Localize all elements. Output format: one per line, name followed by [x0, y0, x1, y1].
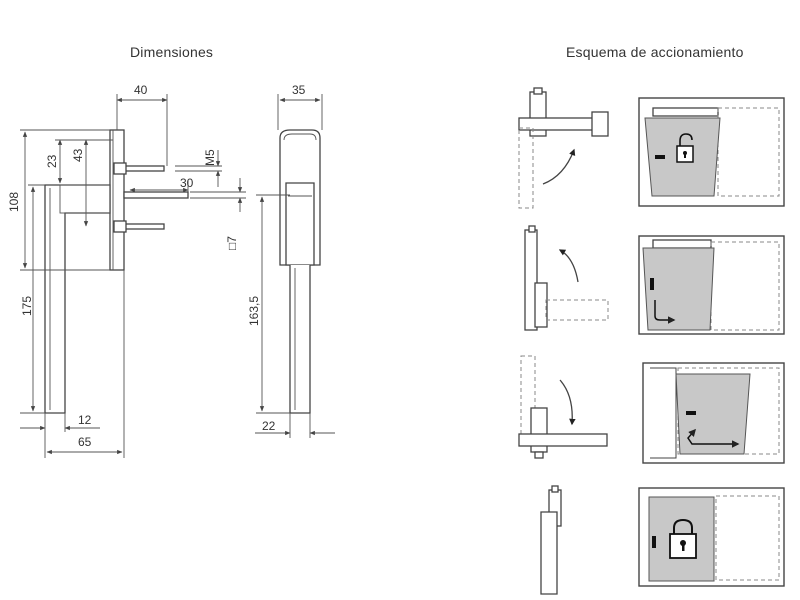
dim-35-label: 35	[292, 83, 306, 97]
side-view-dimensions: 40 108 23 43 M5 30 □7 175	[7, 83, 246, 458]
scheme-window-2	[638, 235, 785, 335]
dim-43-label: 43	[71, 148, 85, 162]
dim-12-label: 12	[78, 413, 92, 427]
dim-sq7-label: □7	[225, 236, 239, 250]
arrow-return-icon	[687, 428, 740, 448]
dim-108-label: 108	[7, 192, 21, 212]
arrow-right-icon	[654, 300, 676, 324]
front-view-dimensions: 35 163,5 22	[247, 83, 335, 438]
dim-40-label: 40	[134, 83, 148, 97]
scheme-window-4	[638, 487, 785, 587]
dim-m5-label: M5	[203, 149, 217, 166]
dimensions-title: Dimensiones	[130, 44, 214, 60]
handle-front-view	[279, 129, 321, 414]
unlock-icon	[676, 133, 694, 163]
scheme-handle-4	[540, 485, 562, 595]
scheme-window-1	[638, 97, 785, 207]
dim-30-label: 30	[180, 176, 194, 190]
scheme-title: Esquema de accionamiento	[566, 44, 744, 60]
dim-175-label: 175	[20, 296, 34, 316]
scheme-handle-2	[524, 225, 609, 331]
dim-23-label: 23	[45, 154, 59, 168]
dim-65-label: 65	[78, 435, 92, 449]
scheme-window-3	[642, 362, 785, 464]
scheme-handle-1	[518, 87, 609, 209]
lock-icon	[669, 518, 697, 559]
dim-163-label: 163,5	[247, 296, 261, 326]
handle-side-view	[44, 129, 189, 414]
scheme-handle-3	[518, 355, 608, 459]
dim-22-label: 22	[262, 419, 276, 433]
